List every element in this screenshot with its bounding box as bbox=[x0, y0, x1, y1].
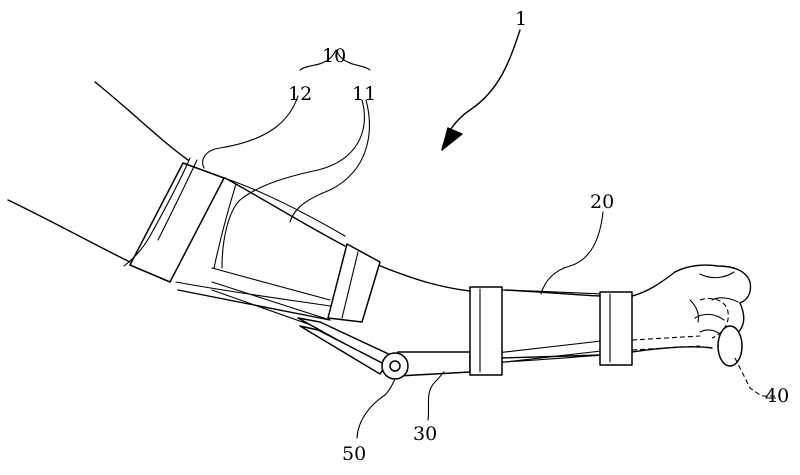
label-upper-cuff-shell: 11 bbox=[352, 83, 376, 105]
hand bbox=[674, 264, 752, 347]
elbow-joint bbox=[381, 352, 409, 380]
label-elbow-joint: 50 bbox=[342, 443, 366, 465]
label-hand-grip: 40 bbox=[765, 385, 789, 407]
link-bar bbox=[211, 281, 611, 377]
label-link-bar: 30 bbox=[413, 423, 437, 445]
label-upper-cuff-band: 12 bbox=[288, 83, 312, 105]
forearm-cuff bbox=[469, 286, 633, 376]
upper-cuff bbox=[123, 157, 381, 323]
label-upper-cuff-assembly: 10 bbox=[322, 45, 346, 67]
leader-lines bbox=[202, 29, 780, 439]
label-forearm-cuff: 20 bbox=[590, 191, 614, 213]
label-device: 1 bbox=[515, 8, 527, 30]
hand-grip bbox=[631, 297, 761, 396]
reference-numerals: 1 10 12 11 20 30 40 50 bbox=[288, 8, 789, 465]
